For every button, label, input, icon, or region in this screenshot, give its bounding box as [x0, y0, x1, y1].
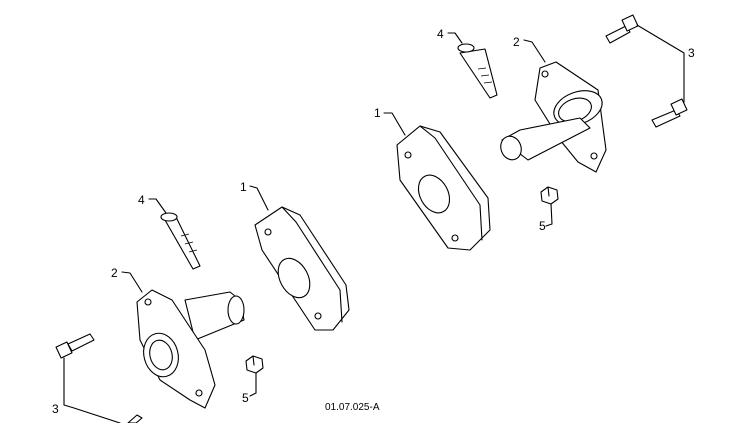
part-2-flange-bushing-right: [500, 61, 607, 173]
leader-5-left: [249, 372, 257, 397]
part-2-flange-bushing-left: [136, 289, 245, 409]
leader-2-upper: [523, 39, 546, 63]
leader-4-lower: [148, 198, 167, 214]
leader-2-lower: [121, 271, 143, 293]
callout-2-upper: 2: [513, 35, 520, 49]
callout-1-upper: 1: [374, 106, 381, 120]
leader-3-upper: [636, 24, 685, 103]
bolt-partial-bottom: [127, 414, 143, 423]
part-1-spacer-right: [396, 125, 491, 251]
part-3-bolt-lower: [651, 98, 688, 128]
callout-5-right: 5: [539, 219, 546, 233]
callout-1-lower: 1: [240, 180, 247, 194]
leader-1-lower: [249, 185, 269, 211]
part-5-nut-left: [245, 355, 264, 374]
part-3-bolt-upper: [605, 14, 639, 44]
part-3-bolt-left: [55, 333, 95, 359]
part-1-spacer-left: [254, 206, 350, 331]
callout-4-upper: 4: [437, 27, 444, 41]
leader-3-lower: [63, 357, 121, 423]
callout-4-lower: 4: [138, 193, 145, 207]
callout-2-lower: 2: [111, 266, 118, 280]
part-5-nut-right: [540, 186, 559, 205]
reference-code: 01.07.025-A: [325, 402, 380, 413]
leader-5-right: [545, 203, 553, 227]
callout-3-upper: 3: [688, 46, 695, 60]
leader-4-upper: [447, 32, 463, 44]
part-4-pin-upper: [457, 43, 498, 99]
callout-5-left: 5: [242, 391, 249, 405]
part-4-pin-lower: [160, 212, 201, 270]
callout-3-lower: 3: [52, 402, 59, 416]
leader-1-upper: [383, 112, 406, 136]
